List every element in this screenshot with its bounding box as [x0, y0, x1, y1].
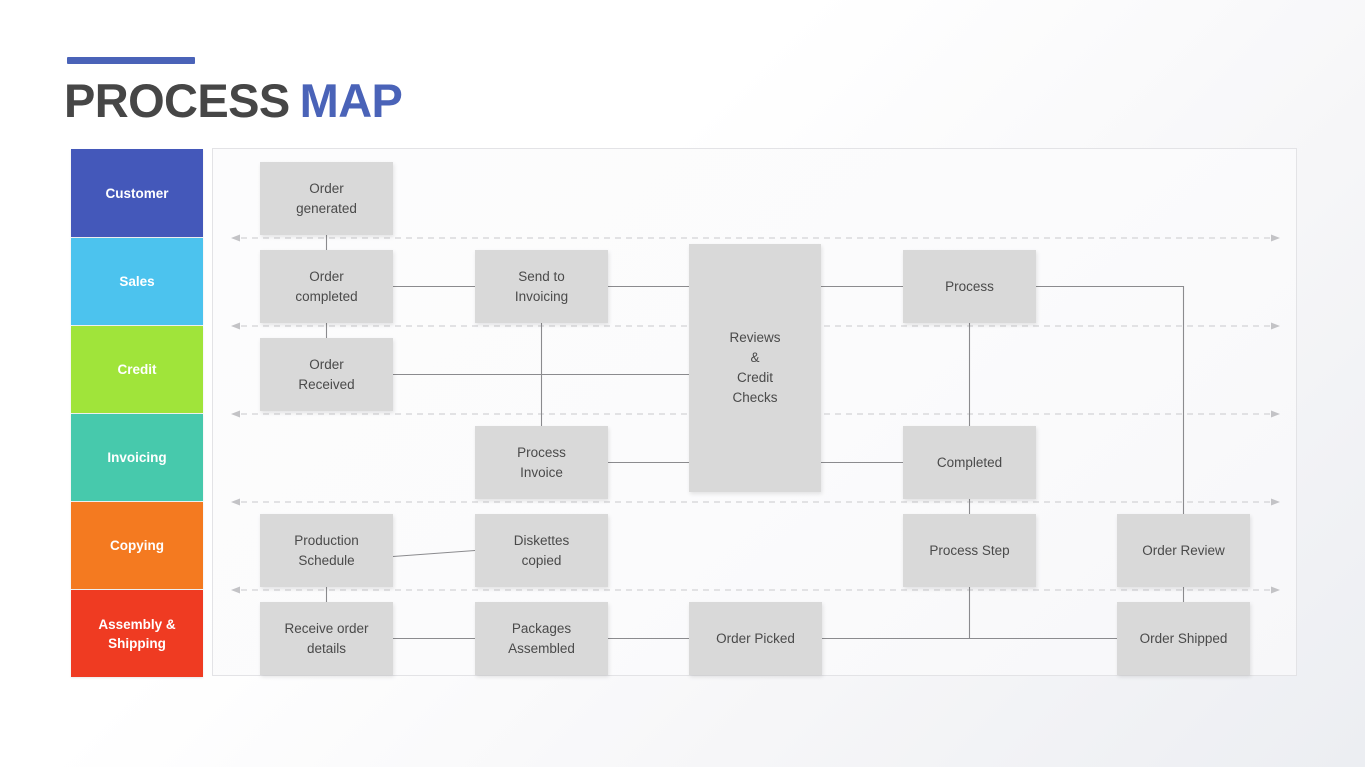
process-node-label: Completed	[936, 454, 1003, 470]
process-node-completed[interactable]: Completed	[903, 426, 1036, 499]
process-node-order-review[interactable]: Order Review	[1117, 514, 1250, 587]
lane-divider-arrow-right	[1271, 410, 1280, 418]
process-node-label: Order Review	[1142, 542, 1225, 558]
swimlane-label-text: Copying	[110, 538, 164, 553]
lane-divider-arrow-left	[231, 498, 240, 506]
connector-process-step-to-order-shipped	[968, 587, 1117, 640]
swimlane-label-text: Assembly &Shipping	[98, 616, 176, 651]
swimlane-label-text: Invoicing	[107, 450, 167, 465]
swimlane-label-text: Sales	[119, 274, 155, 289]
process-node-process[interactable]: Process	[903, 250, 1036, 323]
lane-divider-arrow-left	[231, 234, 240, 242]
process-node-label: Process Step	[929, 542, 1010, 558]
swimlane-label-assembly-shipping[interactable]: Assembly &Shipping	[71, 590, 203, 677]
process-node-order-shipped[interactable]: Order Shipped	[1117, 602, 1250, 675]
page-title-primary: PROCESS	[64, 74, 290, 127]
process-node-label: Order Picked	[716, 630, 795, 646]
process-node-label: Process	[945, 278, 994, 294]
lane-divider-arrow-right	[1271, 586, 1280, 594]
lane-divider-4	[231, 498, 1280, 506]
lane-divider-1	[231, 234, 1280, 242]
process-node-order-picked[interactable]: Order Picked	[689, 602, 822, 675]
swimlane-label-text: Customer	[105, 185, 169, 201]
process-node-process-step[interactable]: Process Step	[903, 514, 1036, 587]
swimlane-label-invoicing[interactable]: Invoicing	[71, 414, 203, 501]
connector-production-schedule-to-diskettes-copied	[392, 549, 476, 558]
lane-divider-arrow-right	[1271, 498, 1280, 506]
lane-divider-arrow-right	[1271, 322, 1280, 330]
page-title-secondary: MAP	[299, 74, 403, 127]
title-accent-rule	[67, 57, 195, 64]
swimlane-label-text: Credit	[117, 362, 157, 377]
lane-divider-5	[231, 586, 1280, 594]
process-node-label: Order Shipped	[1139, 630, 1228, 646]
swimlane-label-sales[interactable]: Sales	[71, 238, 203, 325]
swimlane-label-copying[interactable]: Copying	[71, 502, 203, 589]
swimlane-label-credit[interactable]: Credit	[71, 326, 203, 413]
slide-footer: POWERSLIDES 2 WWW.POWERLIDES.COM	[0, 703, 1365, 767]
lane-divider-arrow-left	[231, 410, 240, 418]
connector-process-to-order-review	[1036, 285, 1185, 514]
lane-divider-arrow-left	[231, 586, 240, 594]
lane-divider-arrow-right	[1271, 234, 1280, 242]
swimlane-label-customer[interactable]: Customer	[71, 149, 203, 237]
lane-divider-arrow-left	[231, 322, 240, 330]
